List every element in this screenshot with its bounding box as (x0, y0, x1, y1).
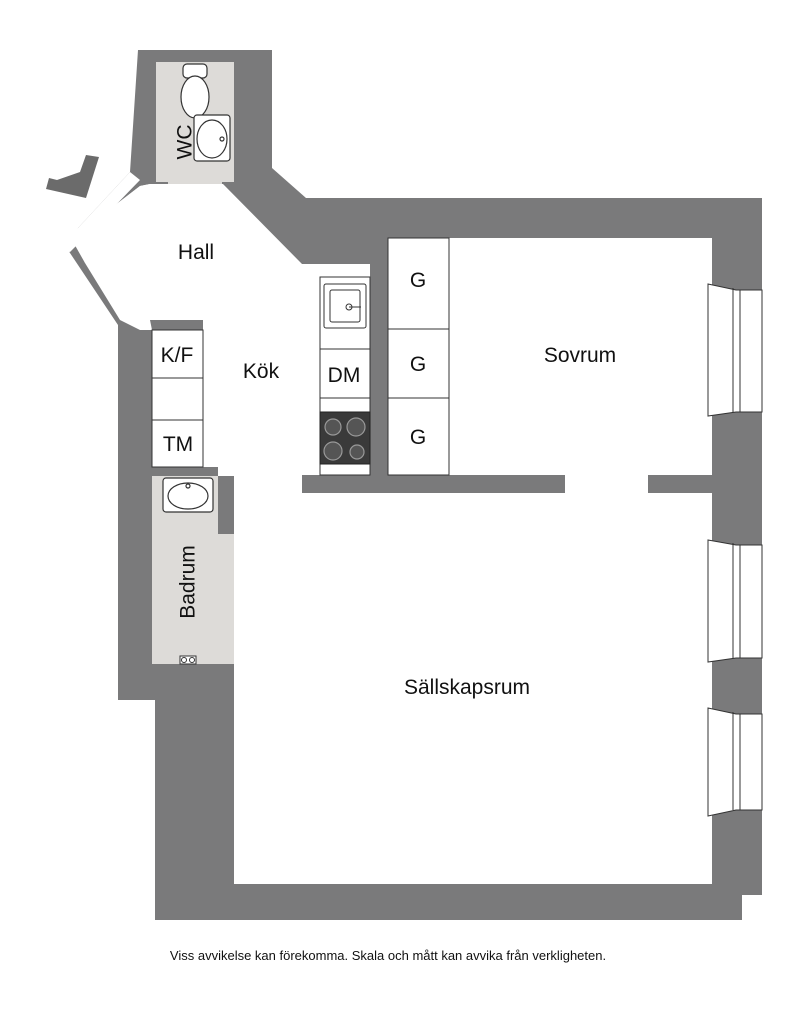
partition-right (648, 475, 712, 493)
fixture-label-dm: DM (328, 364, 361, 387)
window-living-1 (707, 539, 763, 663)
fixture-label-wardrobe-3: G (410, 426, 426, 449)
cabinet-blank (151, 377, 204, 421)
entrance-door-opening (44, 172, 140, 252)
room-label-kok: Kök (243, 360, 280, 383)
wardrobe-3 (387, 397, 450, 476)
wc-threshold (168, 170, 222, 184)
floors (44, 172, 712, 884)
shower-mixer-icon (179, 655, 197, 665)
kitchen-wardrobe-wall (370, 238, 388, 475)
fridge-freezer (151, 329, 204, 379)
wardrobe-1 (387, 237, 450, 330)
wardrobes (387, 237, 450, 476)
wc-sink-icon (193, 114, 231, 162)
wardrobe-2 (387, 328, 450, 399)
entrance-arrow-icon (46, 155, 99, 198)
hall-entry-floor (80, 184, 150, 263)
room-label-badrum: Badrum (177, 545, 200, 619)
windows (707, 283, 763, 817)
bathroom-sink-icon (162, 477, 214, 513)
partition-left (302, 475, 565, 493)
fixture-label-wardrobe-1: G (410, 269, 426, 292)
fixture-label-kf: K/F (161, 344, 194, 367)
window-bedroom (707, 283, 763, 417)
disclaimer-text: Viss avvikelse kan förekomma. Skala och … (170, 948, 606, 963)
toilet-icon (180, 63, 210, 119)
wc-room (156, 62, 234, 184)
room-label-hall: Hall (178, 241, 214, 264)
dryer-cabinet (151, 419, 204, 468)
kitchen-left-units (151, 329, 204, 468)
stove-icon (319, 411, 371, 465)
room-label-sallskapsrum: Sällskapsrum (404, 676, 530, 699)
bathroom-room (152, 476, 234, 665)
hall-floor (72, 184, 712, 884)
fixture-label-tm: TM (163, 433, 193, 456)
room-label-sovrum: Sovrum (544, 344, 616, 367)
bathroom-wall-lower (218, 476, 234, 534)
room-label-wc: WC (174, 125, 197, 160)
window-living-2 (707, 707, 763, 817)
fixture-label-wardrobe-2: G (410, 353, 426, 376)
